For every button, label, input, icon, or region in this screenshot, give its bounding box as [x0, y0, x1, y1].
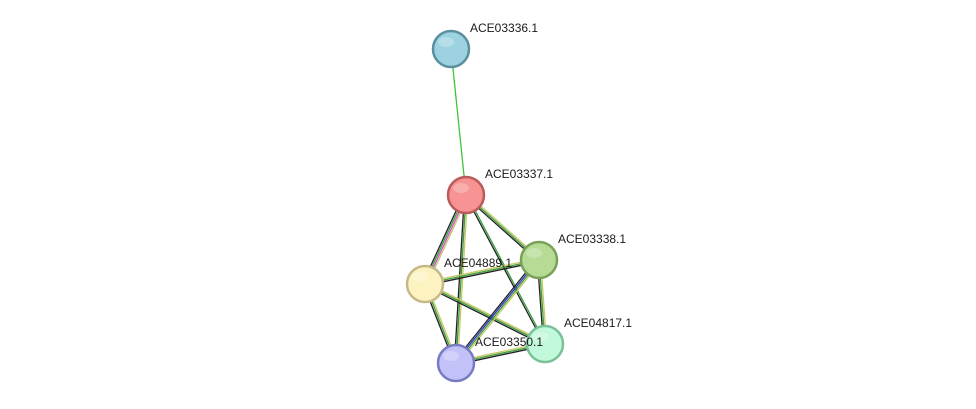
edge-strand	[424, 257, 539, 284]
network-edges	[422, 48, 548, 366]
node-ACE04889[interactable]: ACE04889.1	[405, 256, 512, 304]
node-ACE03337[interactable]: ACE03337.1	[446, 167, 553, 215]
edge-strand	[424, 259, 540, 285]
node-circle[interactable]	[405, 264, 445, 304]
node-highlight	[532, 332, 548, 342]
edge-strand	[453, 258, 538, 362]
edge-strand	[425, 260, 540, 287]
node-label: ACE03336.1	[470, 21, 538, 35]
edge-ACE03338-ACE03350[interactable]	[453, 258, 542, 365]
edge-strand	[457, 261, 542, 365]
edge-strand	[450, 48, 467, 196]
node-circle[interactable]	[446, 175, 486, 215]
edge-strand	[456, 195, 469, 364]
node-label: ACE04889.1	[444, 256, 512, 270]
edge-strand	[424, 283, 546, 345]
edge-strand	[455, 194, 467, 364]
node-circle[interactable]	[525, 324, 565, 364]
edge-ACE04889-ACE04817[interactable]	[423, 281, 547, 347]
network-nodes: ACE03336.1ACE03337.1ACE03338.1ACE04889.1…	[405, 21, 632, 383]
edge-ACE04889-ACE03338[interactable]	[424, 257, 540, 287]
node-highlight	[412, 272, 428, 282]
node-ACE03350[interactable]: ACE03350.1	[436, 335, 543, 383]
node-highlight	[453, 183, 469, 193]
node-ACE04817[interactable]: ACE04817.1	[525, 316, 632, 364]
node-ACE03336[interactable]: ACE03336.1	[431, 21, 538, 69]
edge-strand	[456, 260, 541, 364]
node-label: ACE03350.1	[475, 335, 543, 349]
edge-strand	[454, 259, 539, 363]
node-label: ACE03337.1	[485, 167, 553, 181]
edge-strand	[464, 195, 545, 345]
node-highlight	[526, 248, 542, 258]
edge-strand	[425, 281, 547, 344]
node-circle[interactable]	[519, 240, 559, 280]
node-highlight	[438, 37, 454, 47]
node-label: ACE04817.1	[564, 316, 632, 330]
node-ACE03338[interactable]: ACE03338.1	[519, 232, 626, 280]
node-highlight	[443, 351, 459, 361]
node-circle[interactable]	[431, 29, 471, 69]
node-circle[interactable]	[436, 343, 476, 383]
edge-ACE03336-ACE03337[interactable]	[450, 48, 467, 196]
node-label: ACE03338.1	[558, 232, 626, 246]
edge-strand	[423, 284, 545, 347]
